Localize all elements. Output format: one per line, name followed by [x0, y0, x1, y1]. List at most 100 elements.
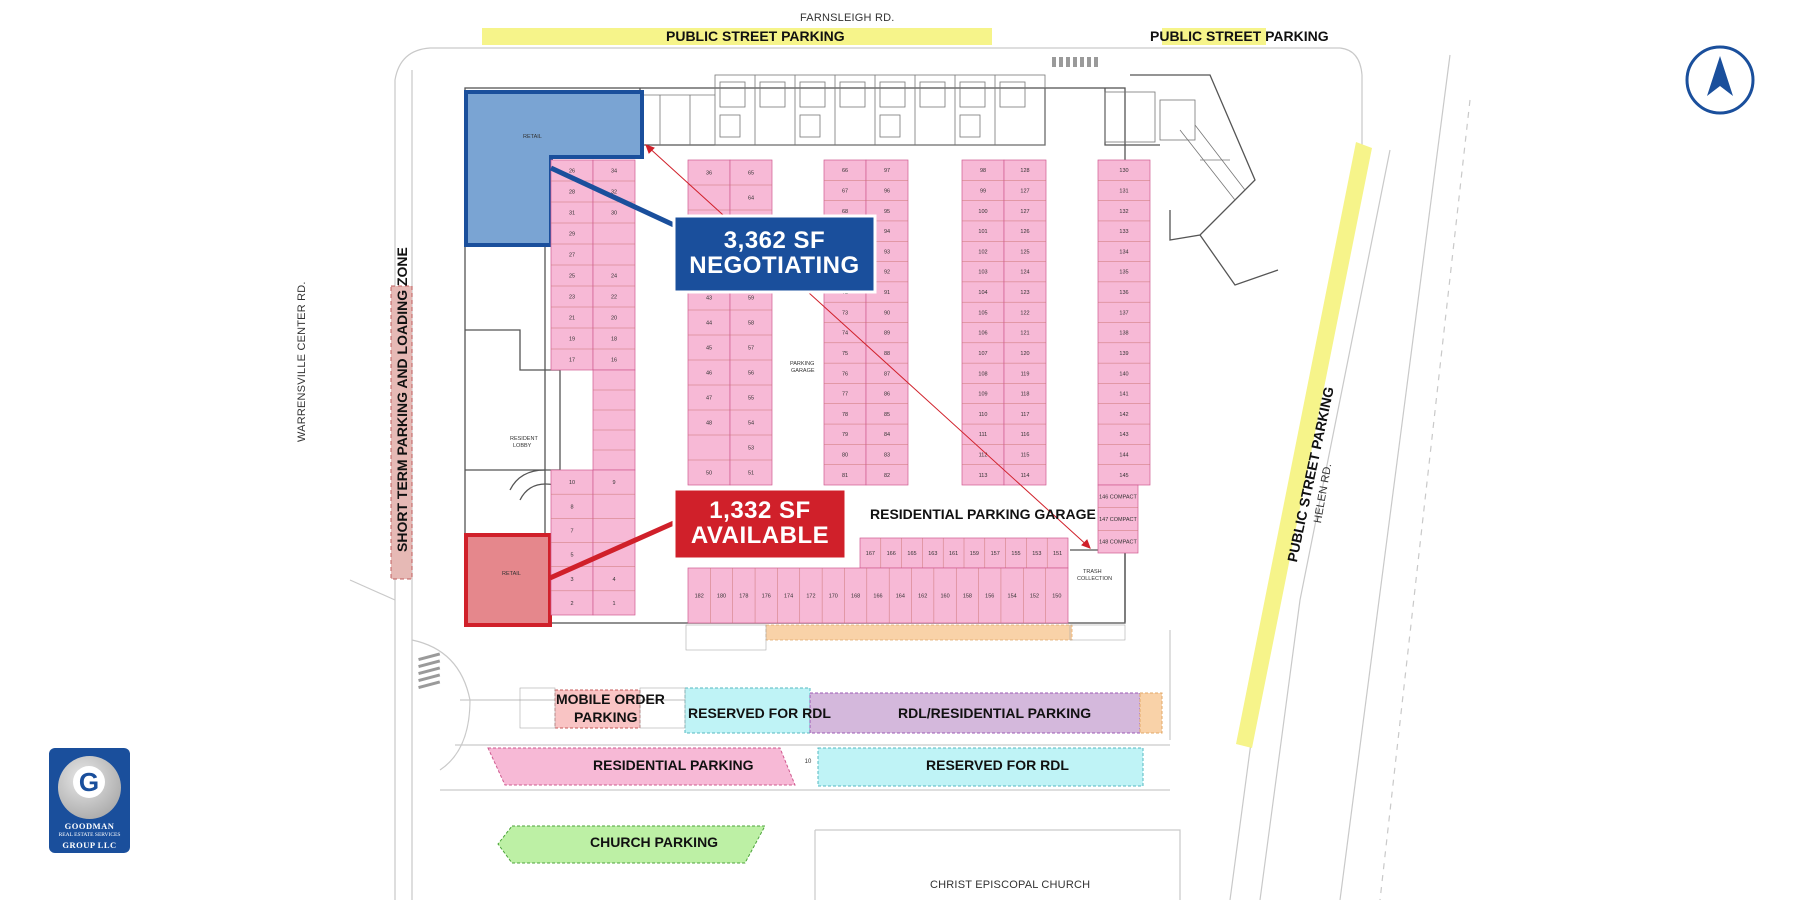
stall-number: 9 — [612, 480, 615, 486]
stall-number: 161 — [949, 551, 958, 557]
stall-number: 24 — [611, 274, 617, 280]
stall-number: 30 — [611, 211, 617, 217]
stall-number: 98 — [980, 168, 986, 174]
stall-number: 1 — [612, 601, 615, 607]
stall-number: 113 — [979, 473, 988, 479]
stall-number: 56 — [748, 371, 754, 377]
stall-col-compact — [1097, 484, 1139, 554]
stall-number: 140 — [1119, 371, 1128, 377]
stall-number: 104 — [978, 290, 987, 296]
stall-number: 123 — [1020, 290, 1029, 296]
stall-number: 142 — [1119, 412, 1128, 418]
stall-number: 116 — [1021, 432, 1030, 438]
stall-number: 102 — [978, 249, 987, 255]
stall-number: 143 — [1119, 432, 1128, 438]
stall-number: 112 — [979, 453, 988, 459]
trash-label-1: TRASH — [1083, 569, 1102, 575]
stall-number: 17 — [569, 358, 575, 364]
stall-number: 84 — [884, 432, 890, 438]
mobile-order-parking-zone[interactable] — [554, 689, 641, 729]
stall-number: 21 — [569, 316, 575, 322]
stall-number: 119 — [1021, 371, 1030, 377]
stall-number: 163 — [928, 551, 937, 557]
residential-parking-zone[interactable] — [487, 747, 796, 786]
reserved-rdl-zone-1[interactable] — [684, 687, 811, 734]
stall-number: 127 — [1020, 188, 1029, 194]
stall-number: 130 — [1119, 168, 1128, 174]
stall-number: 7 — [570, 528, 573, 534]
stall-number: 165 — [907, 551, 916, 557]
stall-number: 85 — [884, 412, 890, 418]
stall-number: 97 — [884, 168, 890, 174]
stall-number: 28 — [569, 190, 575, 196]
stall-number: 174 — [784, 594, 793, 600]
stall-number: 43 — [706, 296, 712, 302]
stall-number: 134 — [1119, 249, 1128, 255]
stall-number: 93 — [884, 249, 890, 255]
stall-number: 22 — [611, 295, 617, 301]
stall-number: 83 — [884, 453, 890, 459]
stall-number: 47 — [706, 396, 712, 402]
stall-number: 109 — [978, 392, 987, 398]
stall-number: 182 — [695, 594, 704, 600]
stall-number: 34 — [611, 169, 617, 175]
stall-number: 86 — [884, 392, 890, 398]
stall-number: 16 — [611, 358, 617, 364]
residential-garage-label: RESIDENTIAL PARKING GARAGE — [870, 506, 1096, 522]
stall-number: 164 — [896, 594, 905, 600]
stall-number: 157 — [991, 551, 1000, 557]
orange-strip — [765, 624, 1073, 641]
stall-number: 156 — [985, 594, 994, 600]
retail-unit-available[interactable] — [464, 533, 552, 627]
stall-number: 74 — [842, 331, 848, 337]
stall-number: 2 — [570, 601, 573, 607]
public-street-parking-strip-east — [1236, 142, 1372, 748]
stall-number: 89 — [884, 331, 890, 337]
stall-number: 4 — [612, 577, 615, 583]
stall-number: 95 — [884, 209, 890, 215]
stall-number: 135 — [1119, 270, 1128, 276]
stall-number: 100 — [978, 209, 987, 215]
stall-number: 80 — [842, 453, 848, 459]
crosswalks — [418, 57, 1098, 690]
stall-number: 178 — [739, 594, 748, 600]
rdl-orange-end — [1139, 692, 1163, 734]
stall-number: 148 COMPACT — [1099, 540, 1137, 546]
stall-number: 176 — [762, 594, 771, 600]
stall-number: 110 — [979, 412, 988, 418]
stall-number: 45 — [706, 346, 712, 352]
reserved-rdl-label-1: RESERVED FOR RDL — [688, 705, 831, 721]
negotiating-sf: 3,362 SF — [723, 227, 826, 254]
stall-number: 105 — [978, 310, 987, 316]
negotiating-leader-line — [549, 165, 678, 229]
stall-number: 159 — [970, 551, 979, 557]
stall-number: 81 — [842, 473, 848, 479]
church-parking-zone[interactable] — [497, 825, 766, 864]
stall-number: 136 — [1119, 290, 1128, 296]
rdl-residential-zone[interactable] — [809, 692, 1141, 734]
stall-number: 64 — [748, 196, 754, 202]
reserved-rdl-zone-2[interactable] — [817, 747, 1144, 787]
stall-number: 18 — [611, 337, 617, 343]
mobile-order-label-1: MOBILE ORDER — [556, 691, 665, 707]
stall-number: 124 — [1020, 270, 1029, 276]
stall-number: 46 — [706, 371, 712, 377]
stall-number: 90 — [884, 310, 890, 316]
retail-unit-negotiating[interactable] — [464, 90, 644, 247]
stall-number: 53 — [748, 446, 754, 452]
stall-number: 101 — [978, 229, 987, 235]
stall-number: 166 — [873, 594, 882, 600]
goodman-logo: G GOODMAN REAL ESTATE SERVICES GROUP LLC — [49, 748, 130, 853]
stall-number: 141 — [1119, 392, 1128, 398]
resident-lobby-label-2: LOBBY — [513, 443, 532, 449]
stall-number: 114 — [1021, 473, 1030, 479]
stall-number: 131 — [1119, 188, 1128, 194]
stall-number: 32 — [611, 190, 617, 196]
stall-number: 20 — [611, 316, 617, 322]
stall-number: 88 — [884, 351, 890, 357]
logo-line-3: GROUP LLC — [62, 840, 117, 850]
stall-number: 138 — [1119, 331, 1128, 337]
stall-number: 66 — [842, 168, 848, 174]
stall-number: 150 — [1052, 594, 1061, 600]
